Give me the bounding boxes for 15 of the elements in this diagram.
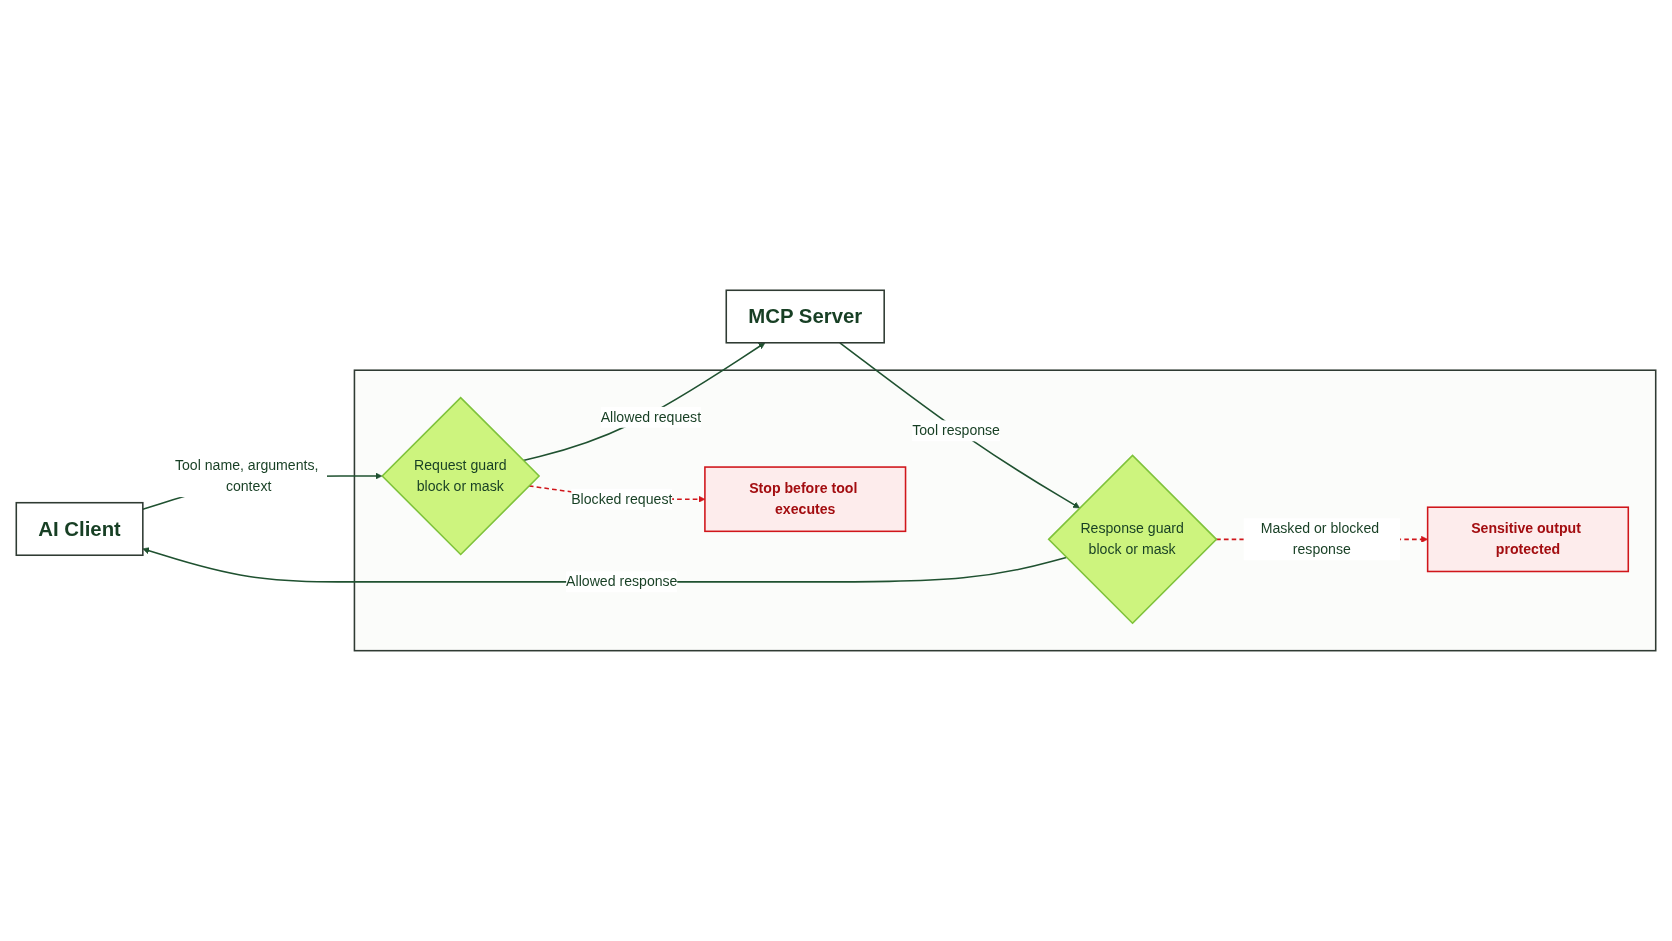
node-box: Sensitive output protected — [1426, 506, 1630, 573]
cluster — [353, 369, 1657, 652]
edge-label: Tool name, arguments, context — [174, 457, 319, 495]
node-box: AI Client — [15, 501, 144, 557]
arrow — [522, 342, 766, 462]
arrow — [839, 342, 1080, 509]
node-box: MCP Server — [725, 289, 885, 344]
node-diamond: Response guard block or mask — [1047, 454, 1218, 625]
edge-label: Allowed request — [600, 409, 702, 425]
edge-label: Allowed response — [566, 573, 678, 590]
node-box: Stop before tool executes — [704, 466, 907, 533]
node-diamond: Request guard block or mask — [381, 396, 541, 556]
edge-label: Masked or blocked response — [1260, 520, 1380, 558]
edge-label: Blocked request — [571, 490, 673, 507]
edge-label: Tool response — [912, 422, 1000, 439]
